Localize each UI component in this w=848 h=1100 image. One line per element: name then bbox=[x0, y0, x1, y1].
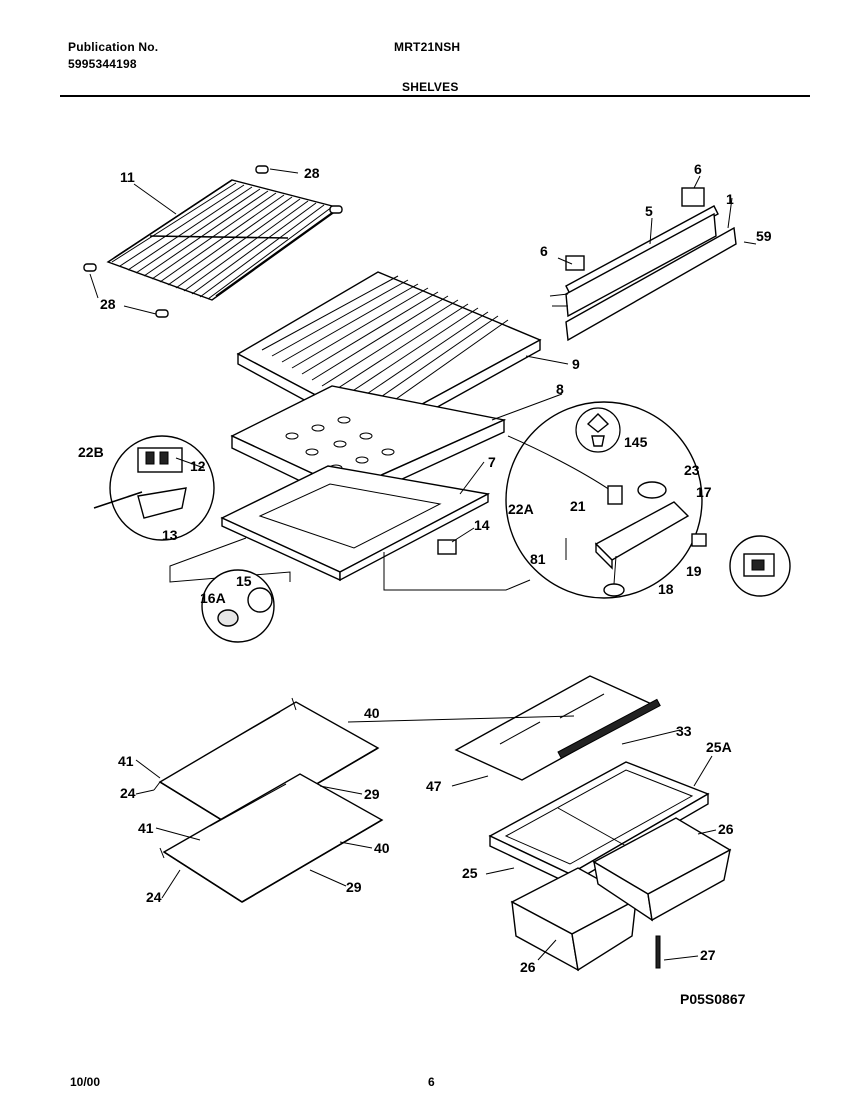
callout-11: 11 bbox=[120, 169, 135, 185]
callout-41-bottom: 41 bbox=[138, 820, 154, 836]
callout-1: 1 bbox=[726, 191, 734, 207]
callout-25a: 25A bbox=[706, 739, 732, 755]
callout-23: 23 bbox=[684, 462, 700, 478]
callout-59: 59 bbox=[756, 228, 772, 244]
leader-bracket-left bbox=[169, 537, 291, 583]
leader-lines bbox=[89, 168, 733, 723]
callout-6-top: 6 bbox=[694, 161, 702, 177]
glass-shelf-lower-drawing bbox=[159, 773, 384, 903]
callout-14: 14 bbox=[474, 517, 490, 533]
callout-41-top: 41 bbox=[118, 753, 134, 769]
callout-28-top: 28 bbox=[304, 165, 320, 181]
callout-5: 5 bbox=[645, 203, 653, 219]
callout-18: 18 bbox=[658, 581, 674, 597]
screw-drawing bbox=[655, 935, 661, 969]
section-title: SHELVES bbox=[402, 80, 459, 94]
model-number: MRT21NSH bbox=[394, 40, 461, 54]
callout-16a: 16A bbox=[200, 590, 226, 606]
callout-145: 145 bbox=[624, 434, 648, 450]
callout-21: 21 bbox=[570, 498, 586, 514]
callout-6-left: 6 bbox=[540, 243, 548, 259]
crisper-drawer-right-drawing bbox=[592, 817, 732, 922]
publication-label: Publication No. bbox=[68, 40, 159, 54]
callout-81: 81 bbox=[530, 551, 546, 567]
callout-13: 13 bbox=[162, 527, 178, 543]
callout-22a: 22A bbox=[508, 501, 534, 517]
callout-7: 7 bbox=[488, 454, 496, 470]
light-socket-inset bbox=[93, 435, 215, 541]
callout-29-bottom: 29 bbox=[346, 879, 362, 895]
callout-25: 25 bbox=[462, 865, 478, 881]
switch-detail-inset bbox=[729, 535, 791, 597]
header-rule bbox=[60, 95, 810, 97]
footer-page-number: 6 bbox=[428, 1075, 435, 1089]
callout-47: 47 bbox=[426, 778, 442, 794]
callout-12: 12 bbox=[190, 458, 206, 474]
footer-date: 10/00 bbox=[70, 1075, 101, 1089]
callout-27: 27 bbox=[700, 947, 716, 963]
shelf-end-caps-drawing bbox=[83, 165, 343, 318]
seal-strip-drawing bbox=[557, 698, 661, 759]
control-assembly-inset bbox=[505, 401, 707, 599]
glass-shelf-upper-drawing bbox=[153, 697, 380, 831]
leader-lines-lower bbox=[135, 729, 717, 961]
callout-26-right: 26 bbox=[718, 821, 734, 837]
callout-26-left: 26 bbox=[520, 959, 536, 975]
callout-29-top: 29 bbox=[364, 786, 380, 802]
callout-24-top: 24 bbox=[120, 785, 136, 801]
callout-15: 15 bbox=[236, 573, 252, 589]
publication-number: 5995344198 bbox=[68, 57, 137, 71]
callout-40-bottom: 40 bbox=[374, 840, 390, 856]
lower-tray-drawing bbox=[220, 465, 491, 582]
callout-17: 17 bbox=[696, 484, 712, 500]
callout-19: 19 bbox=[686, 563, 702, 579]
light-bulb-inset bbox=[201, 569, 275, 643]
callout-40-top: 40 bbox=[364, 705, 380, 721]
callout-22b: 22B bbox=[78, 444, 104, 460]
switch-drawing bbox=[437, 539, 457, 555]
diagram-code: P05S0867 bbox=[680, 991, 746, 1007]
callout-9: 9 bbox=[572, 356, 580, 372]
wire-shelf-drawing bbox=[106, 179, 342, 301]
callout-8: 8 bbox=[556, 381, 564, 397]
callout-33: 33 bbox=[676, 723, 692, 739]
leader-bracket-right bbox=[383, 552, 531, 591]
callout-28-bottom: 28 bbox=[100, 296, 116, 312]
callout-24-bottom: 24 bbox=[146, 889, 162, 905]
shelf-rail-drawing bbox=[549, 187, 757, 342]
